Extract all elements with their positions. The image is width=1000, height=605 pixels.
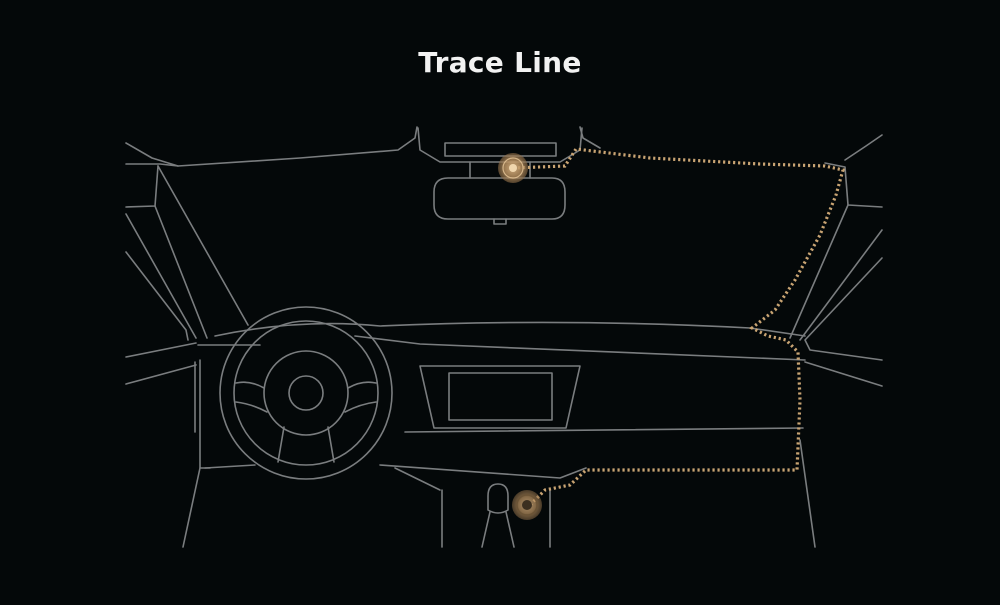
dash-camera-marker [498,153,528,183]
power-socket-marker [512,490,542,520]
dashboard [194,321,806,491]
right-a-pillar [789,162,883,387]
center-display [419,365,581,429]
steering-wheel [219,306,393,480]
center-console [441,483,551,548]
diagram-title: Trace Line [418,46,582,79]
rearview-mirror [417,127,583,225]
footwell-lines [182,439,816,548]
cable-trace-line [512,147,845,507]
left-a-pillar [125,165,249,385]
